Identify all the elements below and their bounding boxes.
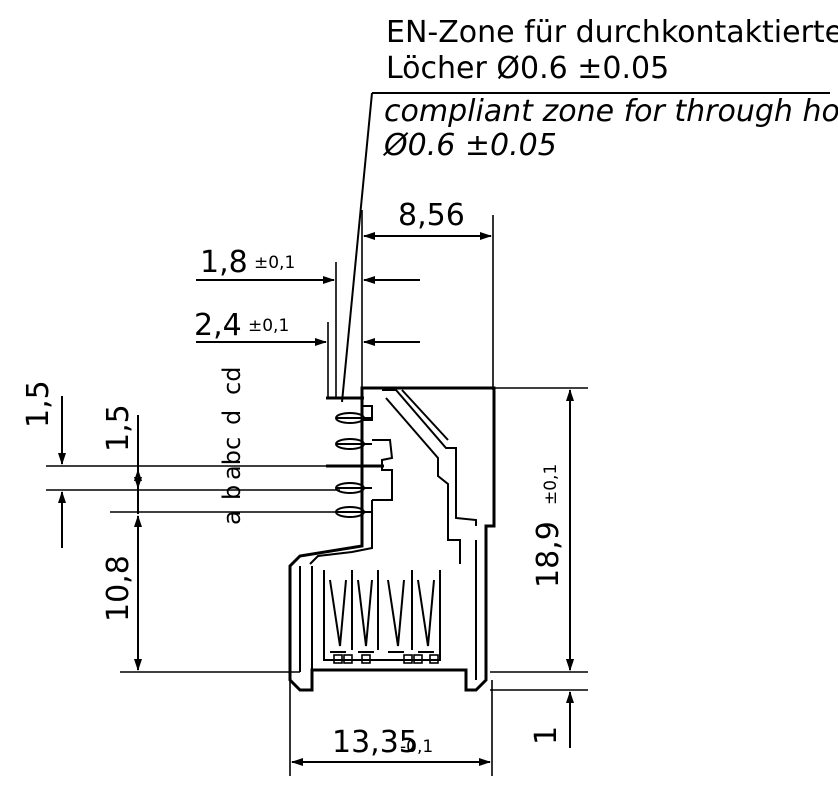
dim-width-bottom-tol: -0,1 (400, 737, 433, 757)
contact-chamber (323, 570, 441, 661)
contact-springs-left (329, 579, 373, 647)
row-label-b: b (218, 485, 246, 500)
housing-outline (288, 386, 496, 692)
contact-pad-6 (429, 654, 439, 664)
row-label-c: c (218, 437, 246, 450)
body-step-2 (372, 439, 394, 501)
body-step-3 (309, 500, 373, 565)
row-labels: cd d c ab b a (218, 367, 246, 525)
contact-pad-2 (343, 654, 353, 664)
connector-body (288, 386, 496, 692)
row-label-ab: ab (218, 450, 246, 480)
dim-offset-1-tol: ±0,1 (254, 253, 295, 273)
contact-pad-4 (403, 654, 413, 664)
dim-bottom-offset: 1 (529, 726, 564, 745)
press-fit-pins (326, 396, 384, 518)
note-de-line1: EN-Zone für durchkontaktierte (386, 15, 838, 50)
latch-outline (382, 389, 477, 526)
dim-base-height: 10,8 (101, 555, 136, 622)
row-label-d: d (218, 410, 246, 425)
note-en-line1: compliant zone for through hole (384, 94, 838, 129)
contact-dividers (351, 570, 413, 650)
contact-pad-3 (361, 654, 371, 664)
contact-pad-1 (333, 654, 343, 664)
note-en-line2: Ø0.6 ±0.05 (382, 128, 557, 163)
dim-offset-1: 1,8 (200, 245, 248, 280)
contact-springs-right (387, 579, 435, 647)
row-label-cd: cd (218, 367, 246, 395)
dim-width-bottom: 13,35 (332, 725, 418, 760)
dim-offset-2-tol: ±0,1 (248, 316, 289, 336)
body-step-1 (362, 405, 373, 421)
housing-walls (311, 540, 477, 680)
dim-offset-2: 2,4 (194, 308, 242, 343)
latch-inner (385, 397, 461, 564)
dim-pitch-b: 1,5 (101, 404, 136, 452)
latch-edge (401, 389, 449, 441)
dim-total-height: 18,9 (531, 521, 566, 588)
row-label-a: a (218, 510, 246, 525)
leader-line (341, 92, 373, 403)
contact-pad-5 (413, 654, 423, 664)
note-de-line2: Löcher Ø0.6 ±0.05 (386, 51, 669, 86)
dim-total-height-tol: ±0,1 (541, 464, 561, 505)
dim-width-top: 8,56 (398, 198, 465, 233)
dim-pitch-a: 1,5 (21, 380, 56, 428)
